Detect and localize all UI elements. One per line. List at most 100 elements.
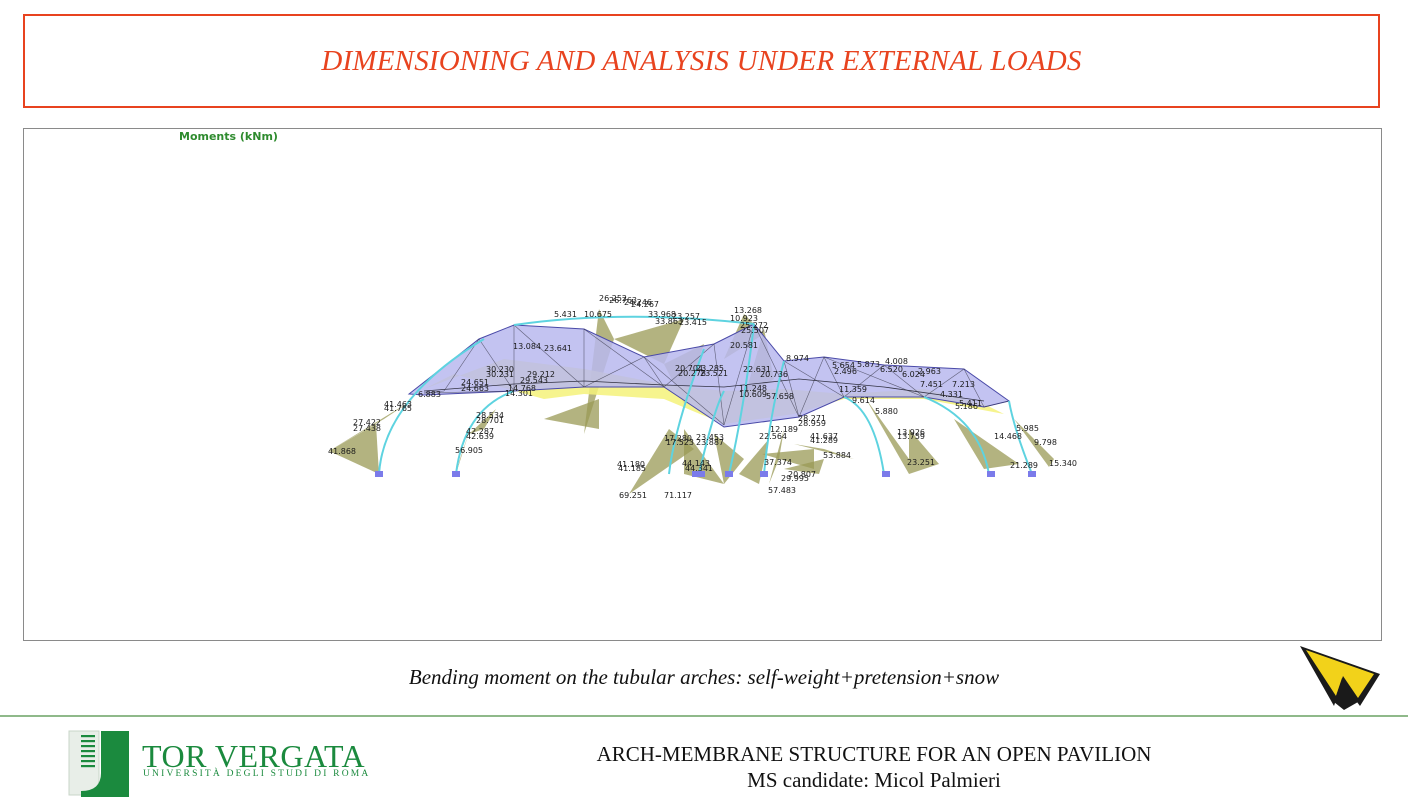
moment-value-label: 14.768 xyxy=(508,384,536,393)
mesh-line xyxy=(723,323,755,426)
mesh-line xyxy=(823,356,845,398)
moment-value-label: 44.143 xyxy=(682,459,710,468)
support-node xyxy=(452,471,460,477)
mesh-line xyxy=(983,400,1010,408)
mesh-line xyxy=(753,323,800,418)
moment-value-label: 13.926 xyxy=(897,428,925,437)
moment-value-label: 24.246 xyxy=(624,298,652,307)
moment-value-label: 7.213 xyxy=(952,380,975,389)
moment-value-label: 22.631 xyxy=(743,365,771,374)
moment-value-label: 6.024 xyxy=(902,370,925,379)
moment-value-label: 9.614 xyxy=(852,396,875,405)
moment-value-label: 30.231 xyxy=(486,370,514,379)
mesh-line xyxy=(513,324,585,388)
moment-value-label: 41.868 xyxy=(328,447,356,456)
moment-value-label: 20.736 xyxy=(760,370,788,379)
moment-fill xyxy=(329,424,379,474)
university-subtitle: UNIVERSITÀ DEGLI STUDI DI ROMA xyxy=(143,769,371,779)
support-node xyxy=(760,471,768,477)
moment-value-label: 15.340 xyxy=(1049,459,1077,468)
moment-value-label: 23.257 xyxy=(672,312,700,321)
mesh-line xyxy=(783,360,845,398)
mesh-line xyxy=(583,356,645,388)
moment-value-label: 8.974 xyxy=(786,354,809,363)
moment-value-label: 23.521 xyxy=(700,369,728,378)
support-node xyxy=(692,471,700,477)
mesh-line xyxy=(443,338,480,392)
moment-value-label: 23.251 xyxy=(907,458,935,467)
moment-value-label: 20.581 xyxy=(730,341,758,350)
moment-value-label: 2.496 xyxy=(834,367,857,376)
moment-value-label: 20.704 xyxy=(675,364,703,373)
moment-value-label: 17.280 xyxy=(664,434,692,443)
arch-tube xyxy=(763,360,785,475)
moment-value-label: 23.415 xyxy=(679,318,707,327)
slide-title: DIMENSIONING AND ANALYSIS UNDER EXTERNAL… xyxy=(321,44,1082,77)
moment-value-label: 29.995 xyxy=(781,474,809,483)
candidate-name: MS candidate: Micol Palmieri xyxy=(747,768,1001,792)
moment-value-labels: 41.86827.42227.43841.46341.7656.88356.90… xyxy=(328,294,1077,500)
moment-value-label: 25.507 xyxy=(741,326,769,335)
moment-value-label: 42.287 xyxy=(466,427,494,436)
moment-value-label: 10.675 xyxy=(584,310,612,319)
arch-tube xyxy=(455,390,515,475)
moment-value-label: 20.807 xyxy=(788,470,816,479)
moment-fill xyxy=(909,429,939,474)
mesh-line xyxy=(663,343,715,388)
moment-value-label: 2.963 xyxy=(918,367,941,376)
moment-value-label: 29.212 xyxy=(527,370,555,379)
project-title: ARCH-MEMBRANE STRUCTURE FOR AN OPEN PAVI… xyxy=(596,742,1152,766)
moment-diagram: 41.86827.42227.43841.46341.7656.88356.90… xyxy=(328,294,1077,500)
moment-value-label: 29.543 xyxy=(520,376,548,385)
support-node xyxy=(882,471,890,477)
moment-value-label: 30.230 xyxy=(486,365,514,374)
moment-value-label: 33.968 xyxy=(648,310,676,319)
title-box: DIMENSIONING AND ANALYSIS UNDER EXTERNAL… xyxy=(23,14,1380,108)
mesh-line xyxy=(643,356,725,426)
moment-value-label: 9.798 xyxy=(1034,438,1057,447)
moment-value-label: 11.359 xyxy=(839,385,867,394)
moment-value-label: 57.483 xyxy=(768,486,796,495)
moment-value-label: 5.873 xyxy=(857,360,880,369)
moment-value-label: 41.289 xyxy=(810,436,838,445)
tubular-arches xyxy=(378,315,1033,475)
mesh-line xyxy=(583,328,665,388)
mesh-line xyxy=(783,360,800,418)
moment-value-label: 41.185 xyxy=(618,464,646,473)
membrane-surface xyxy=(404,323,1011,428)
arch-tube xyxy=(513,315,755,326)
moment-value-label: 28.701 xyxy=(476,416,504,425)
support-node xyxy=(725,471,733,477)
moment-value-label: 24.267 xyxy=(631,300,659,309)
mesh-line xyxy=(643,356,665,388)
arch-tube xyxy=(923,396,990,475)
moment-value-label: 41.765 xyxy=(384,404,412,413)
moment-value-label: 5.431 xyxy=(554,310,577,319)
moment-value-label: 56.905 xyxy=(455,446,483,455)
moment-value-label: 13.759 xyxy=(897,432,925,441)
moment-fill xyxy=(794,444,854,459)
diagram-label: Moments (kNm) xyxy=(179,130,278,143)
moment-value-label: 26.763 xyxy=(609,296,637,305)
arch-tube xyxy=(843,396,885,475)
mesh-line xyxy=(923,368,965,398)
membrane-top xyxy=(407,323,1011,428)
moment-value-label: 37.374 xyxy=(764,458,792,467)
moment-fill xyxy=(784,459,824,474)
moment-value-label: 41.637 xyxy=(810,432,838,441)
moment-value-label: 5.985 xyxy=(1016,424,1039,433)
moment-value-label: 57.658 xyxy=(766,392,794,401)
moment-value-label: 5.654 xyxy=(832,361,855,370)
moment-value-label: 41.463 xyxy=(384,400,412,409)
moment-fill xyxy=(866,399,909,474)
moment-value-label: 4.331 xyxy=(940,390,963,399)
arch-tube xyxy=(668,348,705,475)
moment-value-label: 23.887 xyxy=(696,438,724,447)
corner-logo xyxy=(1300,646,1380,710)
moment-value-label: 22.564 xyxy=(759,432,787,441)
moment-value-label: 27.438 xyxy=(353,424,381,433)
moment-value-label: 20.278 xyxy=(678,369,706,378)
support-node xyxy=(697,471,705,477)
support-node xyxy=(1028,471,1036,477)
